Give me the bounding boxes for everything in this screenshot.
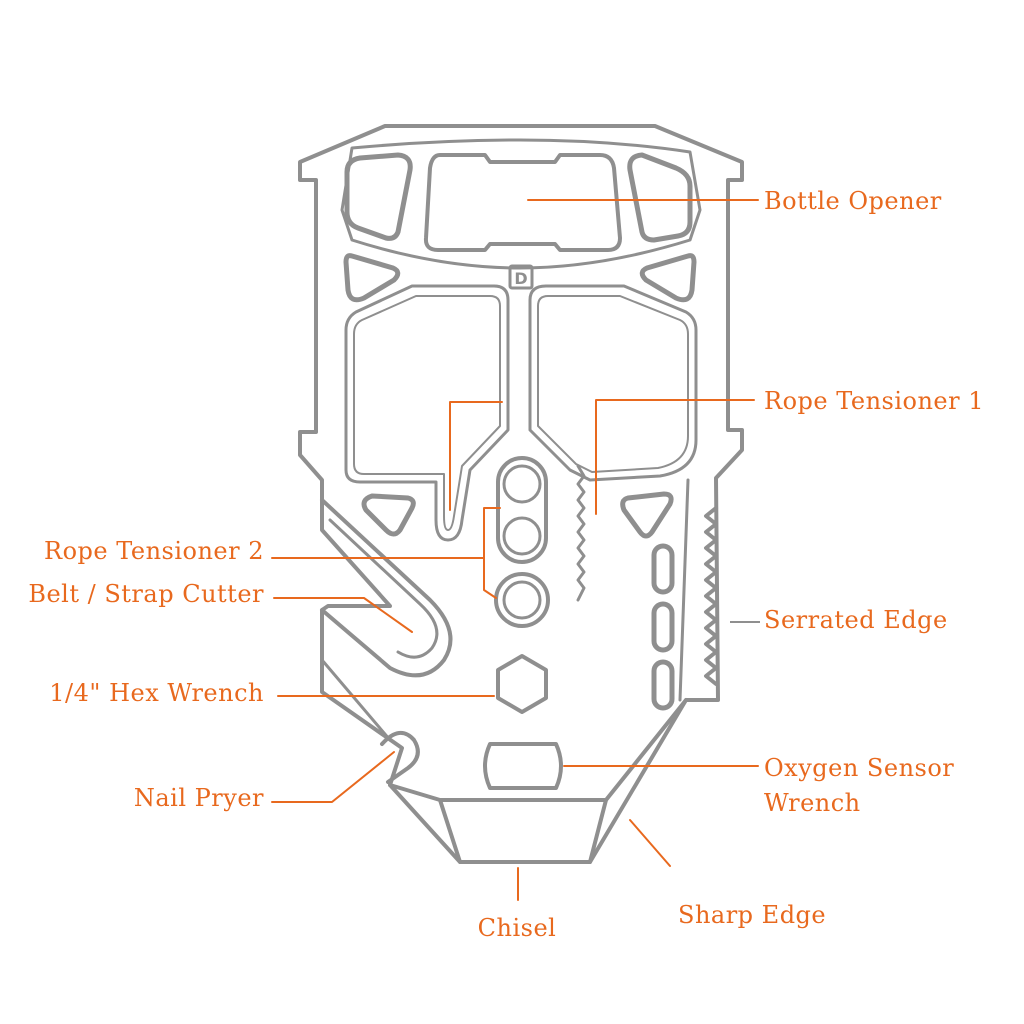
nail-pryer-notch (380, 731, 420, 784)
label-oxygen-sensor-line2: Wrench (764, 789, 861, 817)
leader-rope-tensioner-2-c (483, 507, 501, 599)
right-bevel-line (678, 478, 690, 702)
bottle-opener-window (423, 153, 622, 252)
hex-wrench-cutout (496, 654, 548, 714)
right-large-cutout (528, 284, 698, 482)
label-rope-tensioner-2: Rope Tensioner 2 (44, 537, 264, 565)
leader-rope-tensioner-1 (595, 399, 755, 515)
top-right-cutout (627, 152, 693, 243)
label-hex-wrench: 1/4" Hex Wrench (49, 679, 264, 707)
rope-tensioner-1-teeth (576, 464, 586, 602)
label-oxygen-sensor-line1: Oxygen Sensor (764, 754, 955, 782)
leader-nail-pryer (271, 751, 395, 803)
right-large-cutout-inner (537, 295, 689, 473)
slot-lower-hole (502, 516, 542, 556)
label-chisel: Chisel (477, 914, 557, 942)
right-slot-3 (651, 659, 675, 711)
right-slot-1 (651, 543, 675, 595)
left-large-cutout (344, 284, 510, 542)
belt-strap-cutter-inner (328, 518, 439, 659)
round-hole-inner (502, 580, 542, 620)
label-serrated-edge: Serrated Edge (764, 606, 948, 634)
rope-tensioner-2-slot (496, 456, 548, 564)
left-large-cutout-inner (353, 295, 501, 531)
round-hole-outer (494, 572, 550, 628)
label-belt-strap-cutter: Belt / Strap Cutter (28, 580, 264, 608)
leader-belt-strap-cutter (273, 597, 413, 633)
tool-body-outline (298, 124, 744, 864)
svg-text:D: D (514, 269, 527, 288)
label-bottle-opener: Bottle Opener (764, 187, 942, 215)
mid-left-triangle-cutout (361, 493, 416, 537)
serrated-edge-teeth (704, 506, 718, 686)
oxygen-sensor-wrench-slot (483, 742, 563, 790)
right-slot-2 (651, 601, 675, 653)
leader-sharp-edge (629, 819, 671, 867)
leader-rope-tensioner-2-a (449, 401, 503, 511)
top-left-cutout (344, 152, 413, 241)
label-sharp-edge: Sharp Edge (678, 901, 827, 929)
brand-logo: D (508, 264, 534, 290)
mid-right-triangle-cutout (620, 491, 674, 539)
left-bevel-line (320, 658, 392, 742)
label-nail-pryer: Nail Pryer (133, 784, 264, 812)
chisel-bevel (388, 698, 688, 802)
slot-upper-hole (502, 464, 542, 504)
left-triangle-cutout (343, 253, 401, 303)
right-triangle-cutout (639, 253, 697, 303)
belt-strap-cutter-hook (320, 498, 453, 678)
label-rope-tensioner-1: Rope Tensioner 1 (764, 387, 984, 415)
bottle-opener-frame (340, 138, 702, 270)
chisel-face (438, 798, 608, 864)
